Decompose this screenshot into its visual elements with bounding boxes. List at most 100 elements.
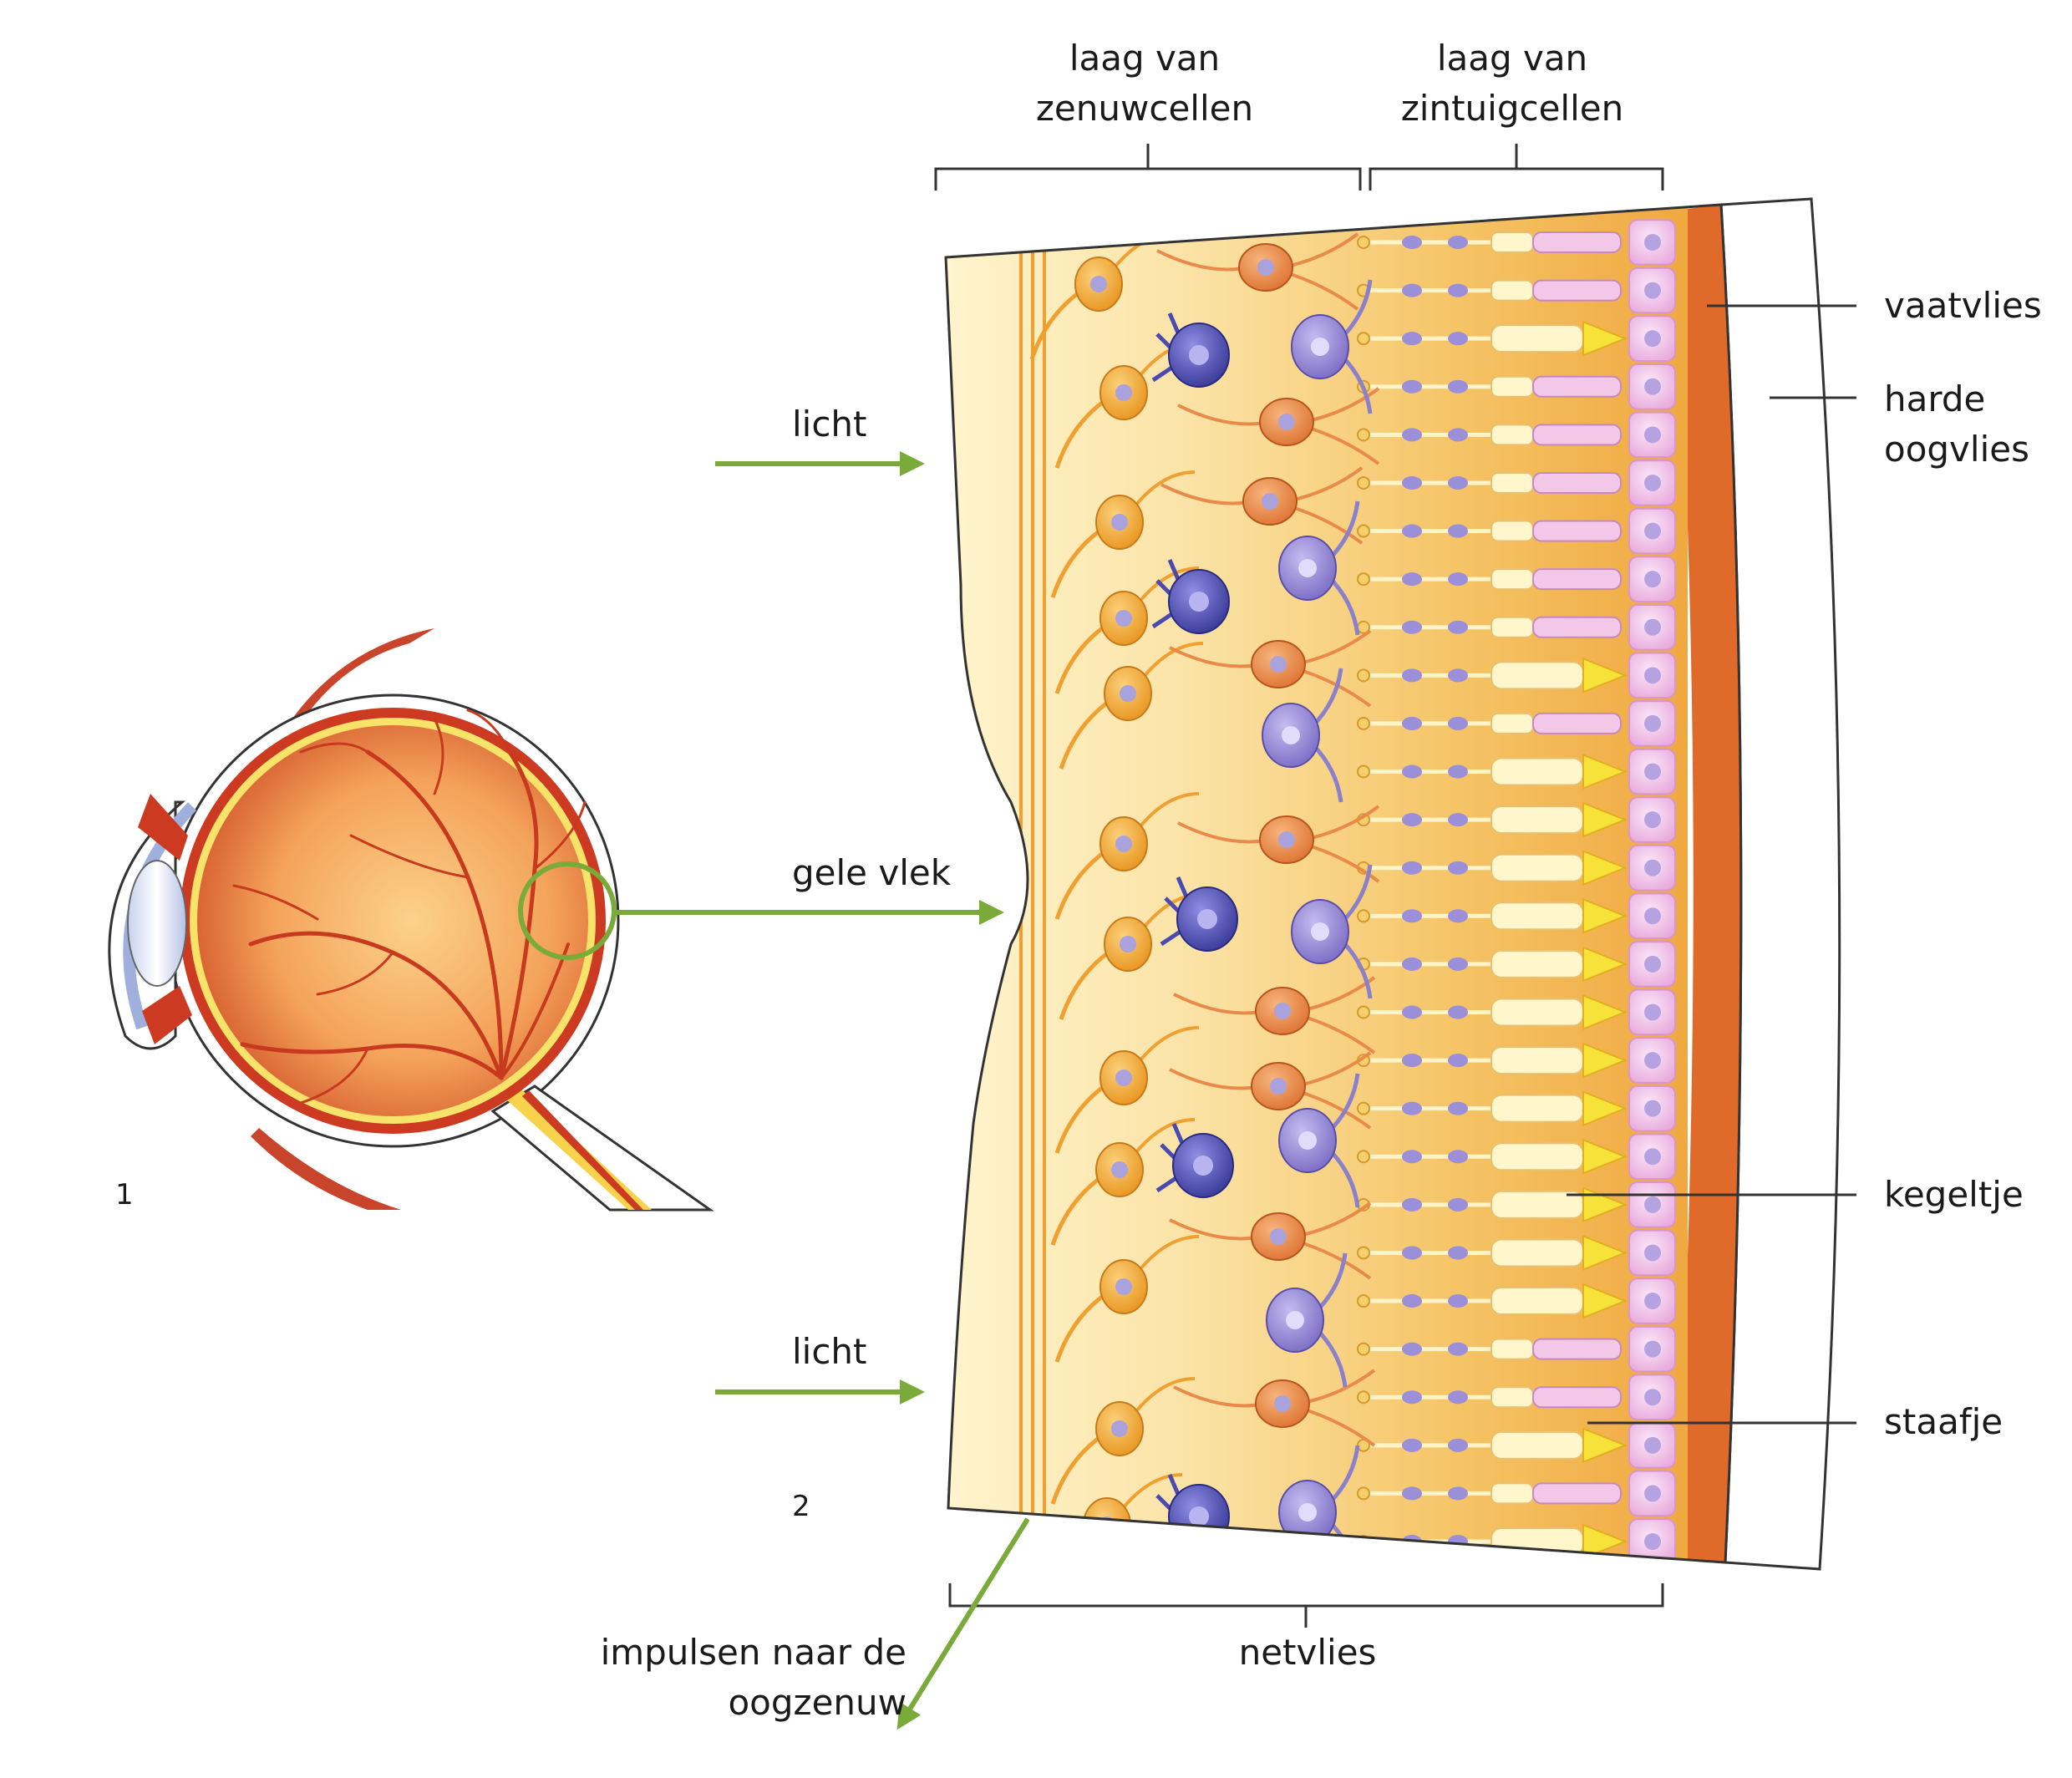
pigment-nucleus <box>1644 1244 1661 1262</box>
ganglion-cell <box>1083 1497 1131 1552</box>
label-yellow-spot: gele vlek <box>792 852 952 893</box>
synapse <box>1357 1150 1370 1164</box>
synapse <box>1357 572 1370 587</box>
photoreceptor-nucleus <box>1402 428 1422 442</box>
rod-outer-segment <box>1532 471 1622 494</box>
synapse <box>1357 1101 1370 1115</box>
cone-outer-segment <box>1582 994 1628 1030</box>
photoreceptor-nucleus <box>1448 475 1468 490</box>
cone-outer-segment <box>1582 1523 1628 1560</box>
pigment-nucleus <box>1644 955 1661 973</box>
horizontal-nucleus <box>1189 1506 1209 1527</box>
photoreceptor-nucleus <box>1402 1150 1422 1164</box>
pigment-nucleus <box>1644 1389 1661 1406</box>
amacrine-nucleus <box>1282 726 1300 744</box>
cone-inner-segment <box>1491 949 1584 978</box>
rod-inner-segment <box>1491 616 1534 638</box>
horizontal-nucleus <box>1189 345 1209 365</box>
ganglion-nucleus <box>1111 1161 1128 1178</box>
label-choroid: vaatvlies <box>1884 285 2042 326</box>
pigment-nucleus <box>1644 1148 1661 1166</box>
rod-outer-segment <box>1532 375 1622 398</box>
cone-outer-segment <box>1582 1138 1628 1175</box>
cone-outer-segment <box>1582 897 1628 934</box>
bipolar-nucleus <box>1278 414 1295 430</box>
rod-inner-segment <box>1491 712 1534 734</box>
pigment-nucleus <box>1644 1340 1661 1358</box>
ganglion-nucleus <box>1111 514 1128 531</box>
bipolar-nucleus <box>1270 656 1287 673</box>
photoreceptor-nucleus <box>1402 1246 1422 1260</box>
photoreceptor-nucleus <box>1448 1197 1468 1212</box>
rod-outer-segment <box>1532 568 1622 591</box>
cone-inner-segment <box>1491 661 1584 690</box>
pigment-nucleus <box>1644 1485 1661 1502</box>
ganglion-nucleus <box>1090 276 1107 292</box>
cone-inner-segment <box>1491 805 1584 835</box>
synapse <box>1357 1246 1370 1260</box>
figure-number-retina: 2 <box>792 1490 810 1523</box>
label-cone: kegeltje <box>1884 1174 2024 1215</box>
label-line: laag van <box>1069 38 1221 79</box>
label-retina: netvlies <box>1238 1632 1377 1673</box>
photoreceptor-nucleus <box>1402 1342 1422 1356</box>
rod-inner-segment <box>1491 375 1534 398</box>
bipolar-nucleus <box>1274 1003 1291 1019</box>
synapse <box>1357 1390 1370 1405</box>
pigment-nucleus <box>1644 330 1661 348</box>
rod-inner-segment <box>1491 231 1534 253</box>
horizontal-nucleus <box>1197 909 1217 929</box>
rod-outer-segment <box>1532 1338 1622 1360</box>
label-line: laag van <box>1436 38 1588 79</box>
label-light-top: licht <box>792 404 867 444</box>
rod-inner-segment <box>1491 1482 1534 1505</box>
cone-outer-segment <box>1582 754 1628 790</box>
label-line: impulsen naar de <box>600 1632 906 1673</box>
ganglion-nucleus <box>1120 685 1136 702</box>
cone-outer-segment <box>1582 1427 1628 1464</box>
photoreceptor-nucleus <box>1448 620 1468 634</box>
pigment-nucleus <box>1644 763 1661 780</box>
pigment-nucleus <box>1644 474 1661 491</box>
photoreceptor-nucleus <box>1402 475 1422 490</box>
photoreceptor-nucleus <box>1448 1535 1468 1548</box>
pigment-nucleus <box>1644 378 1661 395</box>
cone-outer-segment <box>1582 1186 1628 1223</box>
cone-outer-segment <box>1582 850 1628 886</box>
ganglion-dendrite <box>1135 566 1200 607</box>
pigment-nucleus <box>1644 1003 1661 1021</box>
cone-outer-segment <box>1582 1234 1628 1271</box>
photoreceptor-nucleus <box>1448 1486 1468 1501</box>
synapse <box>1357 668 1370 683</box>
photoreceptor-nucleus <box>1448 909 1468 923</box>
bipolar-nucleus <box>1270 1078 1287 1095</box>
pigment-nucleus <box>1644 1052 1661 1069</box>
rod-inner-segment <box>1491 568 1534 591</box>
photoreceptor-nucleus <box>1448 813 1468 827</box>
photoreceptor-nucleus <box>1402 861 1422 875</box>
photoreceptor-nucleus <box>1402 765 1422 779</box>
ganglion-dendrite <box>1135 1235 1200 1276</box>
cone-inner-segment <box>1491 1287 1584 1316</box>
label-impulses: impulsen naar de oogzenuw <box>535 1628 906 1728</box>
rod-inner-segment <box>1491 520 1534 542</box>
pigment-nucleus <box>1644 522 1661 540</box>
photoreceptor-nucleus <box>1402 1005 1422 1019</box>
synapse <box>1357 236 1370 249</box>
rod-outer-segment <box>1532 616 1622 638</box>
pigment-nucleus <box>1644 1436 1661 1454</box>
cone-inner-segment <box>1491 1142 1584 1171</box>
ganglion-dendrite <box>1118 1473 1183 1514</box>
pigment-nucleus <box>1644 426 1661 444</box>
bipolar-nucleus <box>1262 493 1278 510</box>
label-line: oogvlies <box>1884 429 2029 470</box>
photoreceptor-nucleus <box>1402 379 1422 394</box>
photoreceptor-nucleus <box>1402 716 1422 730</box>
pigment-nucleus <box>1644 1533 1661 1550</box>
rod-outer-segment <box>1532 520 1622 542</box>
amacrine-nucleus <box>1311 338 1329 356</box>
amacrine-nucleus <box>1298 1503 1317 1521</box>
amacrine-nucleus <box>1311 922 1329 941</box>
photoreceptor-nucleus <box>1448 236 1468 249</box>
label-line: oogzenuw <box>728 1682 906 1723</box>
